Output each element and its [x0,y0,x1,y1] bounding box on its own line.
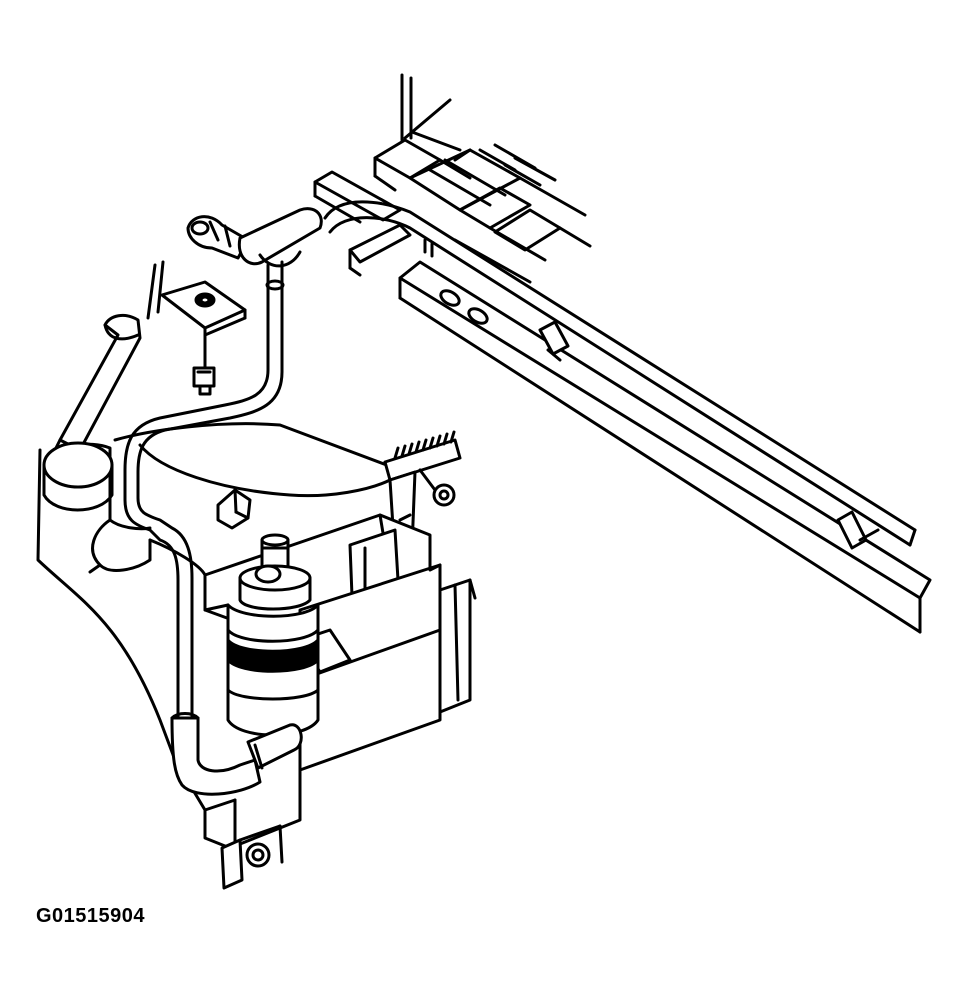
washer-pump [203,533,320,737]
mounting-bracket [313,170,412,277]
pump-elbow-fitting [170,712,303,796]
hood-rail [398,260,932,634]
hose-connector [186,207,323,291]
mounting-plate [146,260,247,396]
washer-reservoir [36,422,402,812]
washer-hose-rail [323,200,917,550]
figure-id-label: G01515904 [36,905,146,927]
reservoir-tab [216,488,252,530]
supply-hose [123,283,284,722]
reservoir-lower-body [203,768,302,890]
frame-grid [373,73,592,284]
